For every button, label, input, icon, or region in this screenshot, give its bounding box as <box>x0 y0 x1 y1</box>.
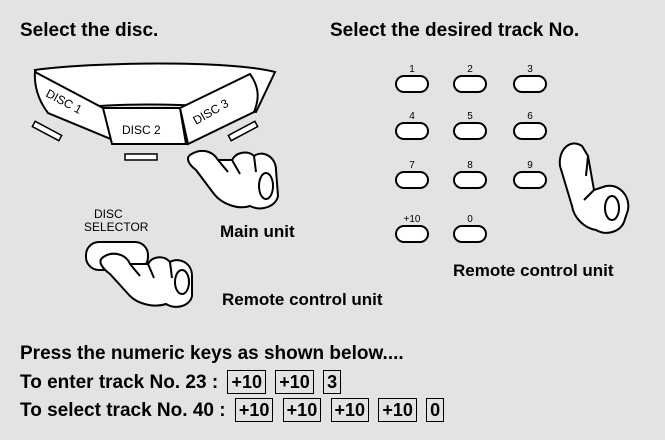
key-plus10: +10 <box>378 398 417 422</box>
hand-pointer-icon <box>187 149 280 210</box>
numeric-key-plus10[interactable] <box>395 225 429 243</box>
numeric-key-9[interactable] <box>513 171 547 189</box>
numeric-key-2[interactable] <box>453 75 487 93</box>
numeric-key-5[interactable] <box>453 122 487 140</box>
remote-control-label-left: Remote control unit <box>222 290 383 309</box>
key-plus10: +10 <box>282 398 322 422</box>
disc-selector-label-line1: DISC <box>94 207 123 221</box>
key-plus10: +10 <box>275 370 314 394</box>
instruction-caption: To enter track No. 23 : <box>20 372 219 393</box>
numeric-key-0[interactable] <box>453 225 487 243</box>
numeric-key-label: 4 <box>409 111 415 122</box>
numeric-key-8[interactable] <box>453 171 487 189</box>
instruction-row-track-23: To enter track No. 23 : +10 +10 3 <box>20 370 342 394</box>
key-0: 0 <box>426 398 445 422</box>
disc-2-label: DISC 2 <box>122 123 161 137</box>
disc-1-indicator <box>31 120 63 142</box>
numeric-key-4[interactable] <box>395 122 429 140</box>
key-plus10: +10 <box>227 370 266 394</box>
remote-control-label-right: Remote control unit <box>453 261 614 280</box>
hand-pointer-icon <box>99 252 193 308</box>
instruction-caption: To select track No. 40 : <box>20 400 226 421</box>
numeric-key-label: 9 <box>527 160 533 171</box>
numeric-key-6[interactable] <box>513 122 547 140</box>
hand-pointer-icon <box>558 142 630 234</box>
disc-3-button[interactable] <box>178 72 259 146</box>
numeric-key-label: 6 <box>527 111 533 122</box>
heading-select-disc: Select the disc. <box>20 20 159 41</box>
numeric-key-label: 7 <box>409 160 415 171</box>
instructions-intro: Press the numeric keys as shown below...… <box>20 343 404 364</box>
instruction-row-track-40: To select track No. 40 : +10 +10 +10 +10… <box>20 398 445 422</box>
main-unit-label: Main unit <box>220 222 295 241</box>
key-plus10: +10 <box>330 398 370 422</box>
numeric-key-label: 3 <box>527 64 533 75</box>
numeric-key-1[interactable] <box>395 75 429 93</box>
disc-1-button[interactable] <box>33 70 120 144</box>
numeric-key-label: 2 <box>467 64 473 75</box>
disc-2-button[interactable] <box>101 107 188 145</box>
disc-3-indicator <box>227 120 259 142</box>
numeric-key-label: 1 <box>409 64 415 75</box>
numeric-key-label: 0 <box>467 214 473 225</box>
numeric-key-3[interactable] <box>513 75 547 93</box>
numeric-key-label: 8 <box>467 160 473 171</box>
disc-selector-label-line2: SELECTOR <box>84 220 149 234</box>
key-3: 3 <box>323 370 342 394</box>
numeric-key-label: +10 <box>404 214 421 225</box>
disc-2-indicator <box>124 153 158 161</box>
numeric-key-7[interactable] <box>395 171 429 189</box>
heading-select-track: Select the desired track No. <box>330 20 580 41</box>
key-plus10: +10 <box>234 398 274 422</box>
numeric-key-label: 5 <box>467 111 473 122</box>
